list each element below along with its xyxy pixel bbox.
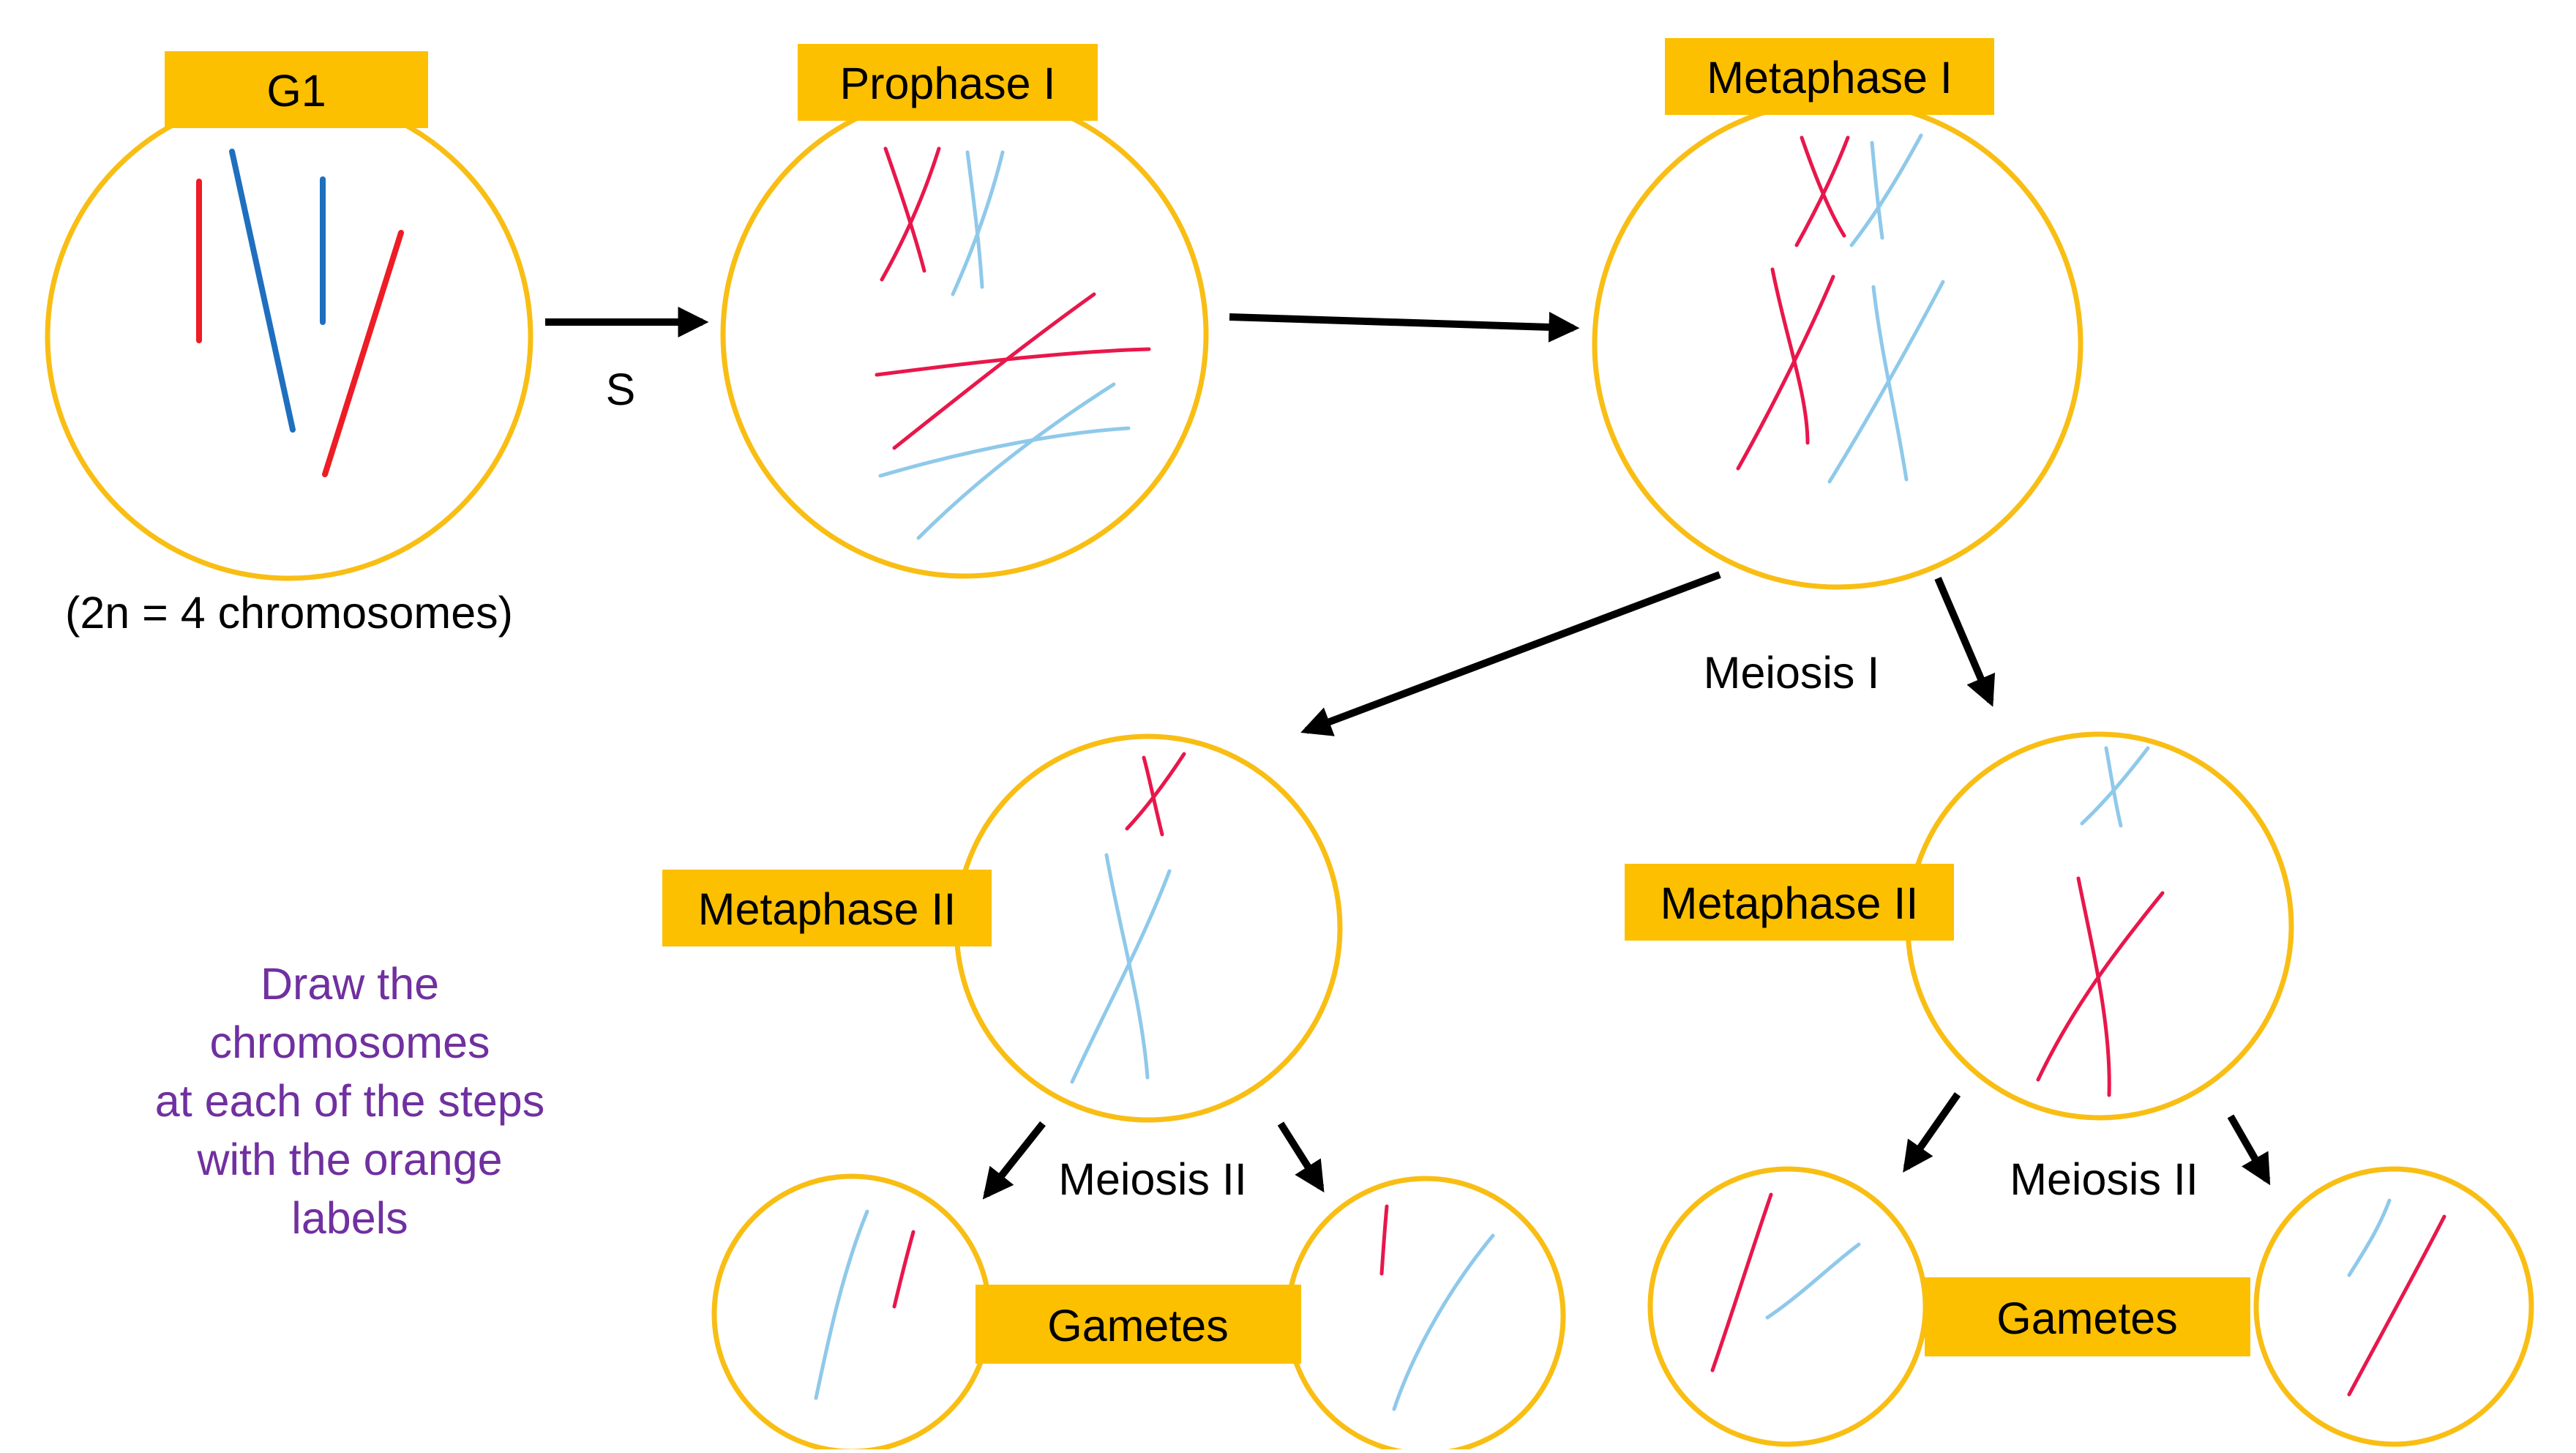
chromosome-blue [2347, 1198, 2392, 1277]
chromosome-red [1379, 1204, 1389, 1276]
chromosome-red [2347, 1214, 2446, 1397]
metaphase1-chromosomes [1736, 133, 1945, 484]
metaphase1-cell [1592, 98, 2083, 590]
label-box [662, 870, 992, 946]
chromosome-blue [229, 149, 296, 433]
ploidy-label: (2n = 4 chromosomes) [65, 588, 513, 638]
chromatid-red [1142, 755, 1164, 837]
gamete3-chromosomes [1710, 1192, 1861, 1372]
gamete-cell-4 [2253, 1166, 2534, 1447]
g1-chromosomes [196, 149, 404, 477]
label-box [165, 51, 428, 128]
label-gametes-right: Gametes [1925, 1277, 2250, 1356]
chromatid-red [875, 347, 1151, 377]
instruction-line: at each of the steps [155, 1076, 544, 1126]
metaphase2-right-cell [1905, 731, 2294, 1121]
label-text: Gametes [1996, 1293, 2178, 1343]
chromatid-red [892, 292, 1096, 450]
chromatid-blue [965, 150, 984, 289]
label-text: Metaphase II [1660, 878, 1919, 928]
instruction-line: with the orange [196, 1135, 502, 1184]
gamete2-chromosomes [1379, 1204, 1495, 1411]
arrow-to-metaphase1 [1229, 311, 1580, 343]
metaphase2-left-cell [954, 733, 1343, 1123]
chromatid-blue [878, 426, 1131, 478]
gamete-cell-3 [1647, 1166, 1928, 1447]
chromatid-blue [2080, 746, 2150, 826]
label-text: Gametes [1047, 1301, 1229, 1351]
chromatid-blue [1070, 869, 1172, 1084]
label-text: Prophase I [839, 59, 1055, 108]
label-g1: G1 [165, 51, 428, 128]
chromatid-red [2036, 891, 2165, 1082]
label-box [1665, 38, 1994, 115]
chromosome-red [1710, 1192, 1773, 1372]
prophase1-chromosomes [875, 146, 1151, 540]
chromatid-red [880, 146, 941, 282]
metaphase2-left-chromosomes [1070, 752, 1186, 1084]
chromatid-blue [916, 382, 1116, 540]
label-text: Metaphase II [698, 884, 956, 934]
chromatid-red [2076, 876, 2111, 1097]
metaphase2-right-chromosomes [2036, 746, 2165, 1097]
arrow-meiosis2-left-a [982, 1121, 1046, 1200]
chromatid-blue [1849, 133, 1923, 247]
meiosis1-label: Meiosis I [1704, 648, 1880, 698]
chromatid-red [883, 146, 926, 273]
arrow-meiosis1-right [1934, 577, 1996, 707]
chromosome-red [322, 230, 404, 477]
label-prophase1: Prophase I [798, 44, 1098, 121]
arrow-meiosis2-right-b [2227, 1114, 2271, 1186]
label-text: G1 [266, 66, 326, 116]
label-box [1925, 1277, 2250, 1356]
instruction-line: labels [291, 1193, 408, 1243]
chromosome-blue [1392, 1233, 1495, 1411]
chromatid-blue [951, 150, 1005, 296]
s-phase-label: S [606, 365, 636, 414]
chromatid-blue [1827, 280, 1945, 484]
label-metaphase2-right: Metaphase II [1625, 864, 1954, 941]
gamete4-chromosomes [2347, 1198, 2446, 1397]
label-box [976, 1285, 1301, 1364]
arrow-meiosis2-right-a [1903, 1092, 1961, 1173]
meiosis2-right-label: Meiosis II [2010, 1154, 2198, 1204]
chromatid-red [1736, 274, 1835, 471]
gamete1-chromosomes [814, 1209, 916, 1400]
label-metaphase2-left: Metaphase II [662, 870, 992, 946]
arrow-meiosis2-left-b [1277, 1121, 1325, 1193]
label-box [798, 44, 1098, 121]
chromatid-red [1125, 752, 1186, 831]
chromosome-red [892, 1230, 916, 1309]
chromosome-blue [814, 1209, 869, 1400]
chromatid-red [1794, 135, 1850, 247]
chromosome-blue [1765, 1242, 1861, 1320]
instruction-line: Draw the [261, 959, 439, 1009]
gamete-cell-1 [711, 1173, 992, 1453]
chromatid-blue [1870, 141, 1884, 240]
label-box [1625, 864, 1954, 941]
meiosis2-left-label: Meiosis II [1058, 1154, 1247, 1204]
label-metaphase1: Metaphase I [1665, 38, 1994, 115]
prophase1-cell [720, 90, 1209, 579]
label-text: Metaphase I [1707, 53, 1952, 102]
arrow-meiosis1-left [1300, 571, 1721, 736]
arrows [545, 307, 2271, 1200]
label-gametes-left: Gametes [976, 1285, 1301, 1364]
instruction-line: chromosomes [209, 1017, 490, 1067]
g1-cell [45, 92, 533, 581]
gamete-cell-2 [1285, 1176, 1566, 1453]
instruction-note: Draw the chromosomes at each of the step… [155, 959, 544, 1243]
